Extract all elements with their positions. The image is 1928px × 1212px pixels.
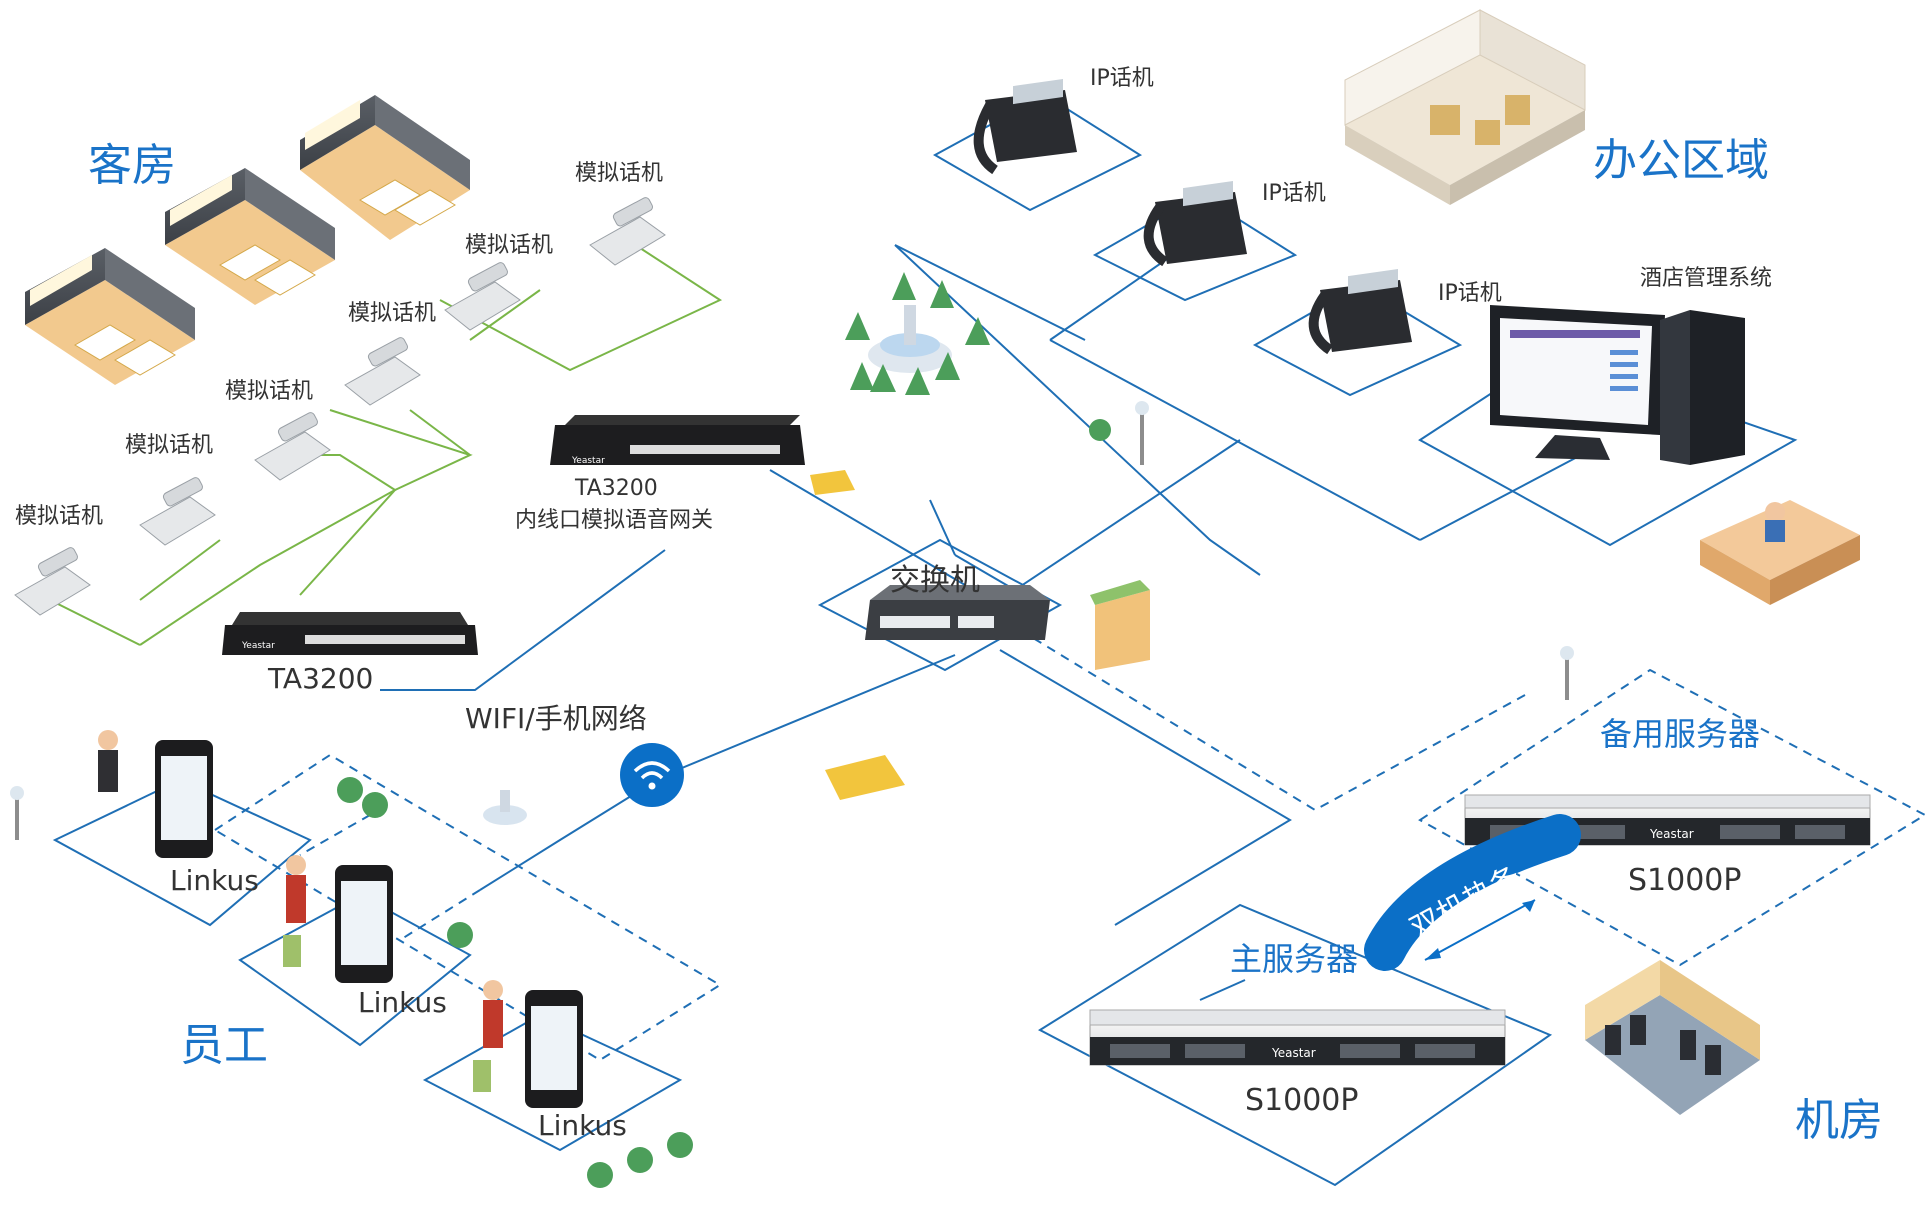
ip-phone-icon-2 bbox=[1143, 181, 1247, 267]
guest-room-illustration-1 bbox=[300, 33, 470, 240]
primary-server: Yeastar bbox=[1089, 1009, 1506, 1066]
ip-phone-icon-3 bbox=[1308, 269, 1412, 355]
guest-room-images bbox=[25, 33, 470, 385]
luggage-icon bbox=[283, 935, 491, 1092]
taxi-icon bbox=[810, 470, 905, 800]
analog-phone-icon-6 bbox=[14, 547, 91, 616]
gateway-brand-1: Yeastar bbox=[571, 456, 605, 466]
linkus-label-2: Linkus bbox=[358, 986, 447, 1019]
switch-label: 交换机 bbox=[890, 563, 980, 598]
analog-phone-icon-5 bbox=[139, 477, 216, 546]
gateway-brand-2: Yeastar bbox=[241, 641, 275, 651]
analog-phone-icon-3 bbox=[344, 337, 421, 406]
hotel-system-label: 酒店管理系统 bbox=[1640, 266, 1772, 291]
ip-phone-label-2: IP话机 bbox=[1262, 181, 1326, 206]
mobile-phone-icon-3 bbox=[525, 990, 583, 1108]
network-switch bbox=[865, 585, 1050, 640]
primary-server-model: S1000P bbox=[1245, 1083, 1358, 1118]
ip-phones bbox=[973, 79, 1412, 355]
backup-server-model: S1000P bbox=[1628, 863, 1741, 898]
staff-person-icon-3 bbox=[483, 980, 503, 1048]
lamp-post-icon-1 bbox=[1135, 401, 1149, 465]
staff-person-icon-2 bbox=[286, 855, 306, 923]
analog-phone-label-3: 模拟话机 bbox=[348, 301, 436, 326]
linkus-zone-1 bbox=[52, 778, 312, 927]
linkus-label-3: Linkus bbox=[538, 1109, 627, 1142]
gateway-desc-label: 内线口模拟语音网关 bbox=[515, 508, 713, 533]
ip-phone-label-1: IP话机 bbox=[1090, 66, 1154, 91]
analog-phone-label-5: 模拟话机 bbox=[125, 433, 213, 458]
area-label-office: 办公区域 bbox=[1593, 135, 1769, 186]
building-icon bbox=[1090, 580, 1150, 670]
hot-standby-badge: 双机热备 bbox=[1364, 814, 1581, 971]
wifi-label: WIFI/手机网络 bbox=[465, 702, 647, 735]
ip-phone-icon-1 bbox=[973, 79, 1077, 175]
fountain-icon bbox=[483, 790, 527, 825]
primary-server-zone bbox=[1037, 903, 1553, 1187]
gateway-bottom: Yeastar bbox=[222, 612, 478, 655]
office-illustration bbox=[1344, 9, 1586, 205]
hotel-management-pc bbox=[1490, 305, 1745, 465]
lamp-post-icon-3 bbox=[1560, 646, 1574, 700]
analog-phones bbox=[14, 197, 666, 616]
staff-region-dash bbox=[213, 753, 722, 1062]
ip-phone-label-3: IP话机 bbox=[1438, 281, 1502, 306]
analog-phone-icon-1 bbox=[589, 197, 666, 266]
backup-server-brand: Yeastar bbox=[1649, 827, 1694, 841]
analog-phone-label-4: 模拟话机 bbox=[225, 379, 313, 404]
primary-server-brand: Yeastar bbox=[1271, 1046, 1316, 1060]
labels: 客房 办公区域 员工 机房 模拟话机 模拟话机 模拟话机 模拟话机 模拟话机 模… bbox=[15, 66, 1883, 1146]
linkus-label-1: Linkus bbox=[170, 864, 259, 897]
analog-phone-label-6: 模拟话机 bbox=[15, 504, 103, 529]
mobile-phone-icon-1 bbox=[155, 740, 213, 858]
staff-mobiles bbox=[98, 730, 583, 1108]
primary-server-label: 主服务器 bbox=[1230, 940, 1358, 978]
backup-server-zone bbox=[1418, 668, 1928, 967]
scenery bbox=[10, 272, 1574, 1188]
reception-illustration bbox=[1700, 500, 1860, 605]
gateway-top: Yeastar bbox=[550, 415, 805, 466]
switch-zone bbox=[817, 538, 1063, 672]
backup-server-label: 备用服务器 bbox=[1600, 715, 1760, 753]
server-room-illustration bbox=[1585, 960, 1760, 1115]
linkus-zone-2 bbox=[238, 893, 472, 1047]
gateway-model-label: TA3200 bbox=[574, 476, 658, 501]
area-label-guest-rooms: 客房 bbox=[88, 140, 176, 191]
guest-room-illustration-3 bbox=[25, 248, 195, 385]
mobile-phone-icon-2 bbox=[335, 865, 393, 983]
wifi-icon bbox=[620, 743, 684, 807]
gateway-model-label-2: TA3200 bbox=[267, 662, 373, 695]
analog-phone-label-2: 模拟话机 bbox=[465, 233, 553, 258]
lamp-post-icon-2 bbox=[10, 786, 24, 840]
area-label-server-room: 机房 bbox=[1795, 1095, 1883, 1146]
analog-phone-icon-4 bbox=[254, 412, 331, 481]
analog-phone-icon-2 bbox=[444, 262, 521, 331]
staff-person-icon-1 bbox=[98, 730, 118, 792]
analog-phone-label-1: 模拟话机 bbox=[575, 161, 663, 186]
area-label-staff: 员工 bbox=[180, 1020, 268, 1071]
guest-room-illustration-2 bbox=[165, 168, 335, 305]
